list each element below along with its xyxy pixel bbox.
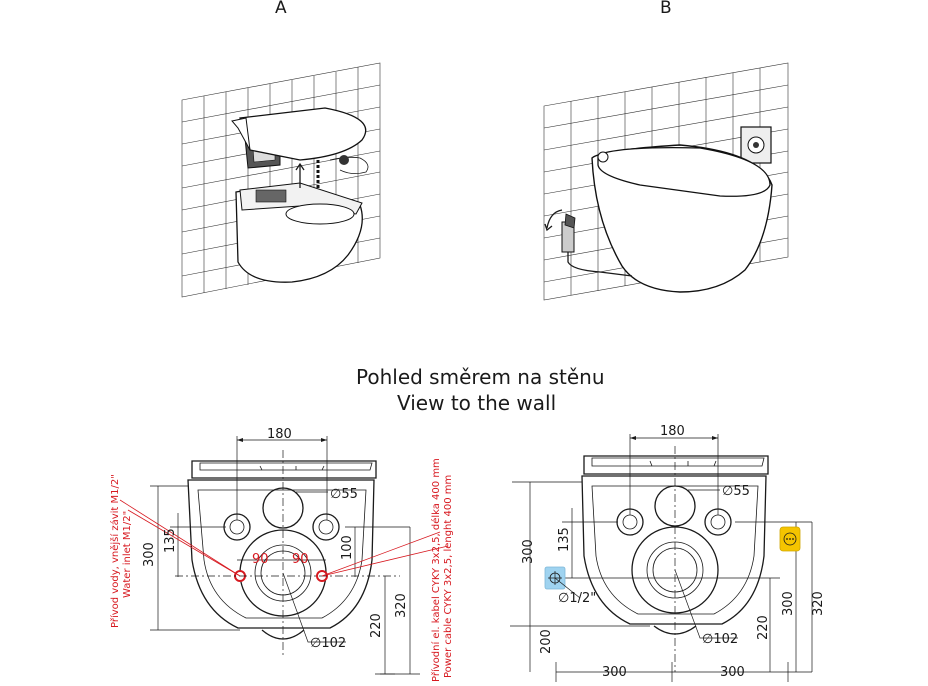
right-dim-200: 200 (539, 629, 554, 654)
cable-label-en: Power cable CYKY 3x2,5, lenght 400 mm (443, 475, 454, 678)
left-dim-320: 320 (394, 593, 409, 618)
right-dim-300: 300 (521, 539, 536, 564)
right-dim-180: 180 (660, 424, 685, 439)
left-dim-55: ∅55 (330, 487, 358, 502)
right-dim-320: 320 (811, 591, 826, 616)
left-dim-102: ∅102 (310, 636, 346, 651)
right-dim-300v: 300 (781, 591, 796, 616)
left-dim-90a: 90 (252, 552, 269, 567)
left-dim-180: 180 (267, 427, 292, 442)
illustration-a (181, 62, 381, 298)
illustration-b (543, 62, 789, 301)
label-b: B (660, 0, 672, 18)
water-label-cz: Přívod vody, vnější závit M1/2" (109, 474, 121, 628)
right-dim-55: ∅55 (722, 484, 750, 499)
right-dim-102: ∅102 (702, 632, 738, 647)
left-dim-300: 300 (142, 542, 157, 567)
label-a: A (275, 0, 287, 18)
right-dim-220: 220 (756, 615, 771, 640)
left-dim-220: 220 (369, 613, 384, 638)
water-label-en: Water inlet M1/2" (122, 511, 133, 598)
right-wall-view (510, 434, 813, 682)
right-dim-300h2: 300 (720, 665, 745, 680)
cable-label-cz: Přívodní el. kabel CYKY 3x2,5, délka 400… (430, 458, 442, 682)
left-dim-100: 100 (340, 535, 355, 560)
title-en: View to the wall (397, 391, 557, 415)
right-dim-135: 135 (557, 527, 572, 552)
right-dim-12: ∅1/2" (558, 591, 596, 606)
right-dim-300h1: 300 (602, 665, 627, 680)
left-dim-90b: 90 (292, 552, 309, 567)
title-cz: Pohled směrem na stěnu (356, 365, 605, 389)
left-wall-view (119, 436, 449, 675)
left-dim-135: 135 (163, 528, 178, 553)
